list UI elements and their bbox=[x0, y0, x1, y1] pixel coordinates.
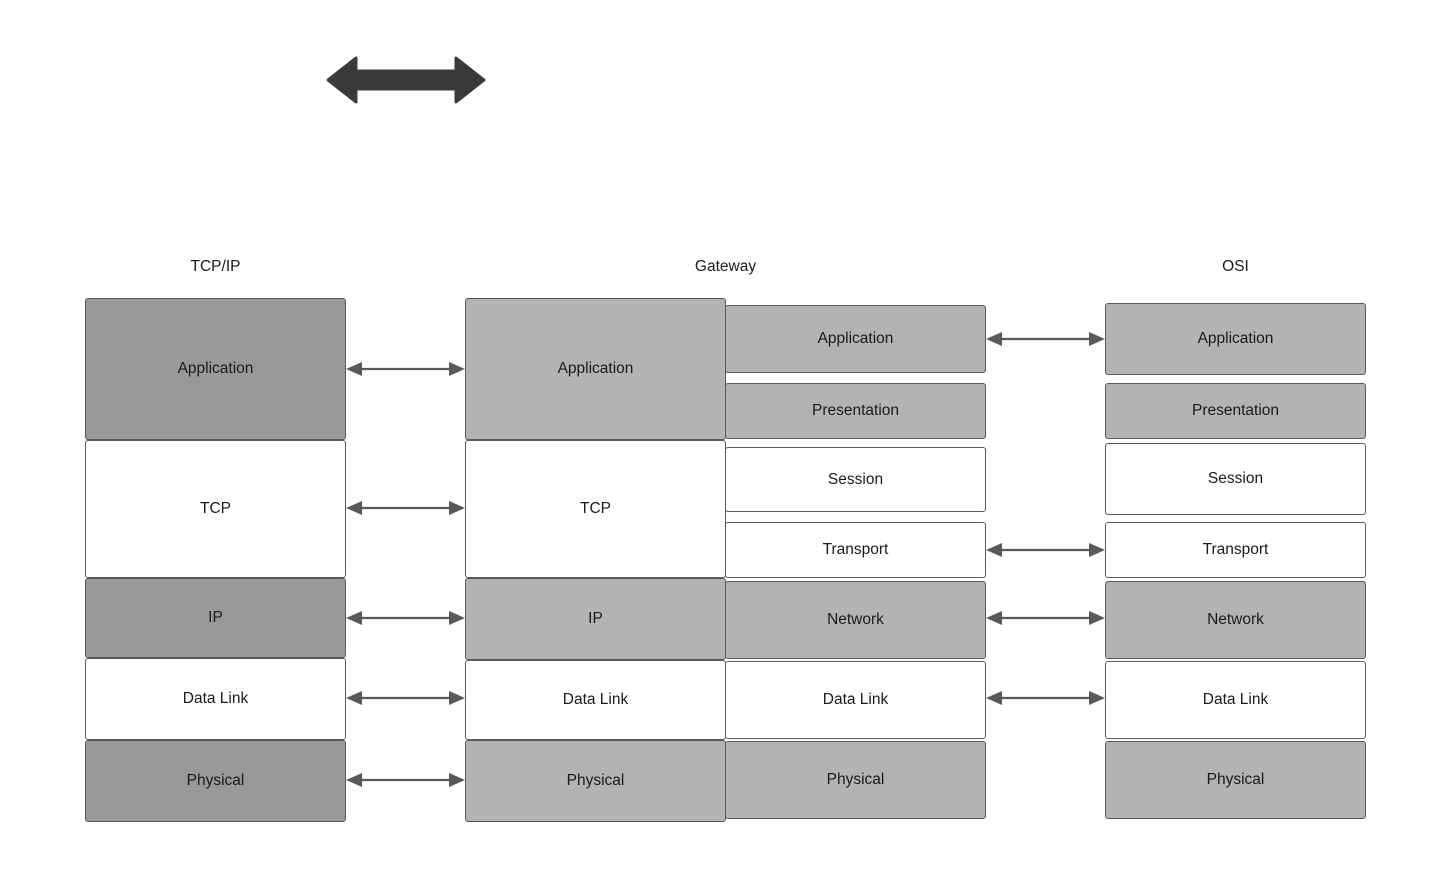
connector-physical bbox=[346, 773, 465, 787]
osi-layer-transport[interactable]: Transport bbox=[1105, 522, 1366, 578]
gateway-left-layer-ip[interactable]: IP bbox=[465, 578, 726, 660]
connector-ip bbox=[346, 611, 465, 625]
connector-tcp bbox=[346, 501, 465, 515]
tcpip-layer-ip[interactable]: IP bbox=[85, 578, 346, 658]
column-title-gateway: Gateway bbox=[694, 258, 757, 275]
connector-transport bbox=[986, 543, 1105, 557]
osi-layer-network[interactable]: Network bbox=[1105, 581, 1366, 659]
gateway-right-layer-network[interactable]: Network bbox=[725, 581, 986, 659]
gateway-left-layer-data-link[interactable]: Data Link bbox=[465, 660, 726, 740]
gateway-right-layer-physical[interactable]: Physical bbox=[725, 741, 986, 819]
osi-layer-data-link[interactable]: Data Link bbox=[1105, 661, 1366, 739]
gateway-left-layer-tcp[interactable]: TCP bbox=[465, 440, 726, 578]
gateway-left-layer-physical[interactable]: Physical bbox=[465, 740, 726, 822]
tcpip-layer-tcp[interactable]: TCP bbox=[85, 440, 346, 578]
gateway-right-layer-data-link[interactable]: Data Link bbox=[725, 661, 986, 739]
column-title-osi: OSI bbox=[1222, 258, 1249, 275]
connector-application bbox=[986, 332, 1105, 346]
osi-layer-physical[interactable]: Physical bbox=[1105, 741, 1366, 819]
tcpip-layer-physical[interactable]: Physical bbox=[85, 740, 346, 822]
connector-data-link bbox=[346, 691, 465, 705]
connector-network bbox=[986, 611, 1105, 625]
gateway-right-layer-application[interactable]: Application bbox=[725, 305, 986, 373]
osi-layer-presentation[interactable]: Presentation bbox=[1105, 383, 1366, 439]
column-title-tcpip: TCP/IP bbox=[190, 258, 241, 275]
gateway-right-layer-session[interactable]: Session bbox=[725, 447, 986, 512]
osi-layer-application[interactable]: Application bbox=[1105, 303, 1366, 375]
double-headed-arrow-icon bbox=[326, 56, 486, 104]
gateway-left-layer-application[interactable]: Application bbox=[465, 298, 726, 440]
connector-data-link bbox=[986, 691, 1105, 705]
tcpip-layer-application[interactable]: Application bbox=[85, 298, 346, 440]
osi-layer-session[interactable]: Session bbox=[1105, 443, 1366, 515]
connector-application bbox=[346, 362, 465, 376]
gateway-right-layer-presentation[interactable]: Presentation bbox=[725, 383, 986, 439]
gateway-right-layer-transport[interactable]: Transport bbox=[725, 522, 986, 578]
tcpip-layer-data-link[interactable]: Data Link bbox=[85, 658, 346, 740]
